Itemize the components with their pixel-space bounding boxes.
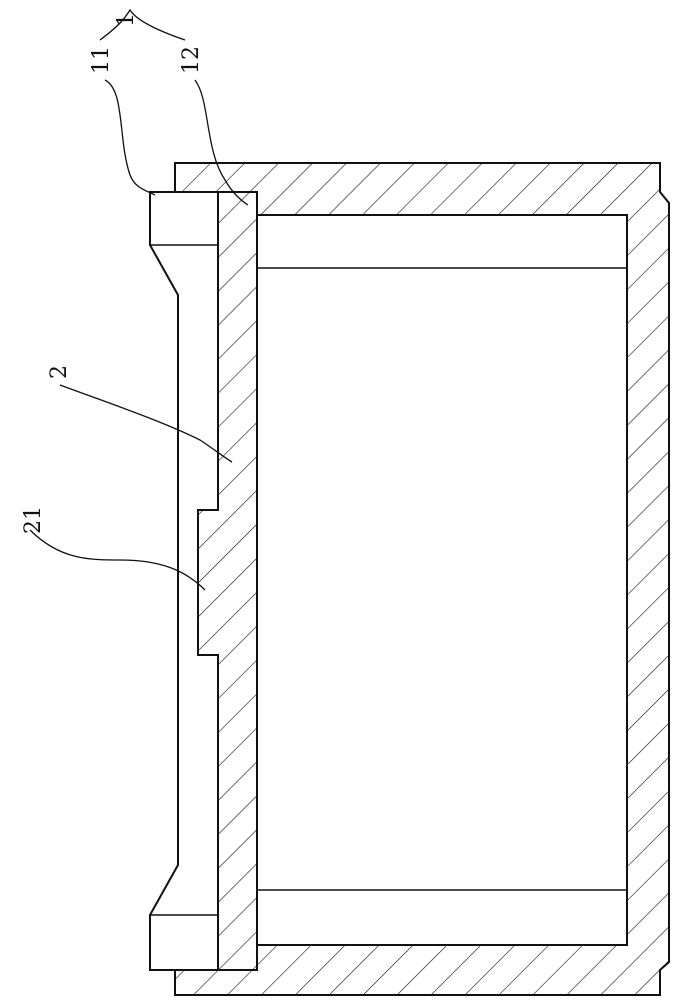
label-12: 12 [179, 46, 204, 74]
label-1: 1 [114, 13, 139, 27]
inner-plate-2 [198, 192, 257, 970]
leader-2 [60, 385, 232, 462]
label-11: 11 [89, 46, 114, 74]
label-2: 2 [47, 365, 72, 379]
brace-1 [100, 10, 185, 40]
leader-11 [105, 80, 155, 195]
label-21: 21 [21, 506, 46, 534]
inner-cavity [257, 215, 627, 945]
